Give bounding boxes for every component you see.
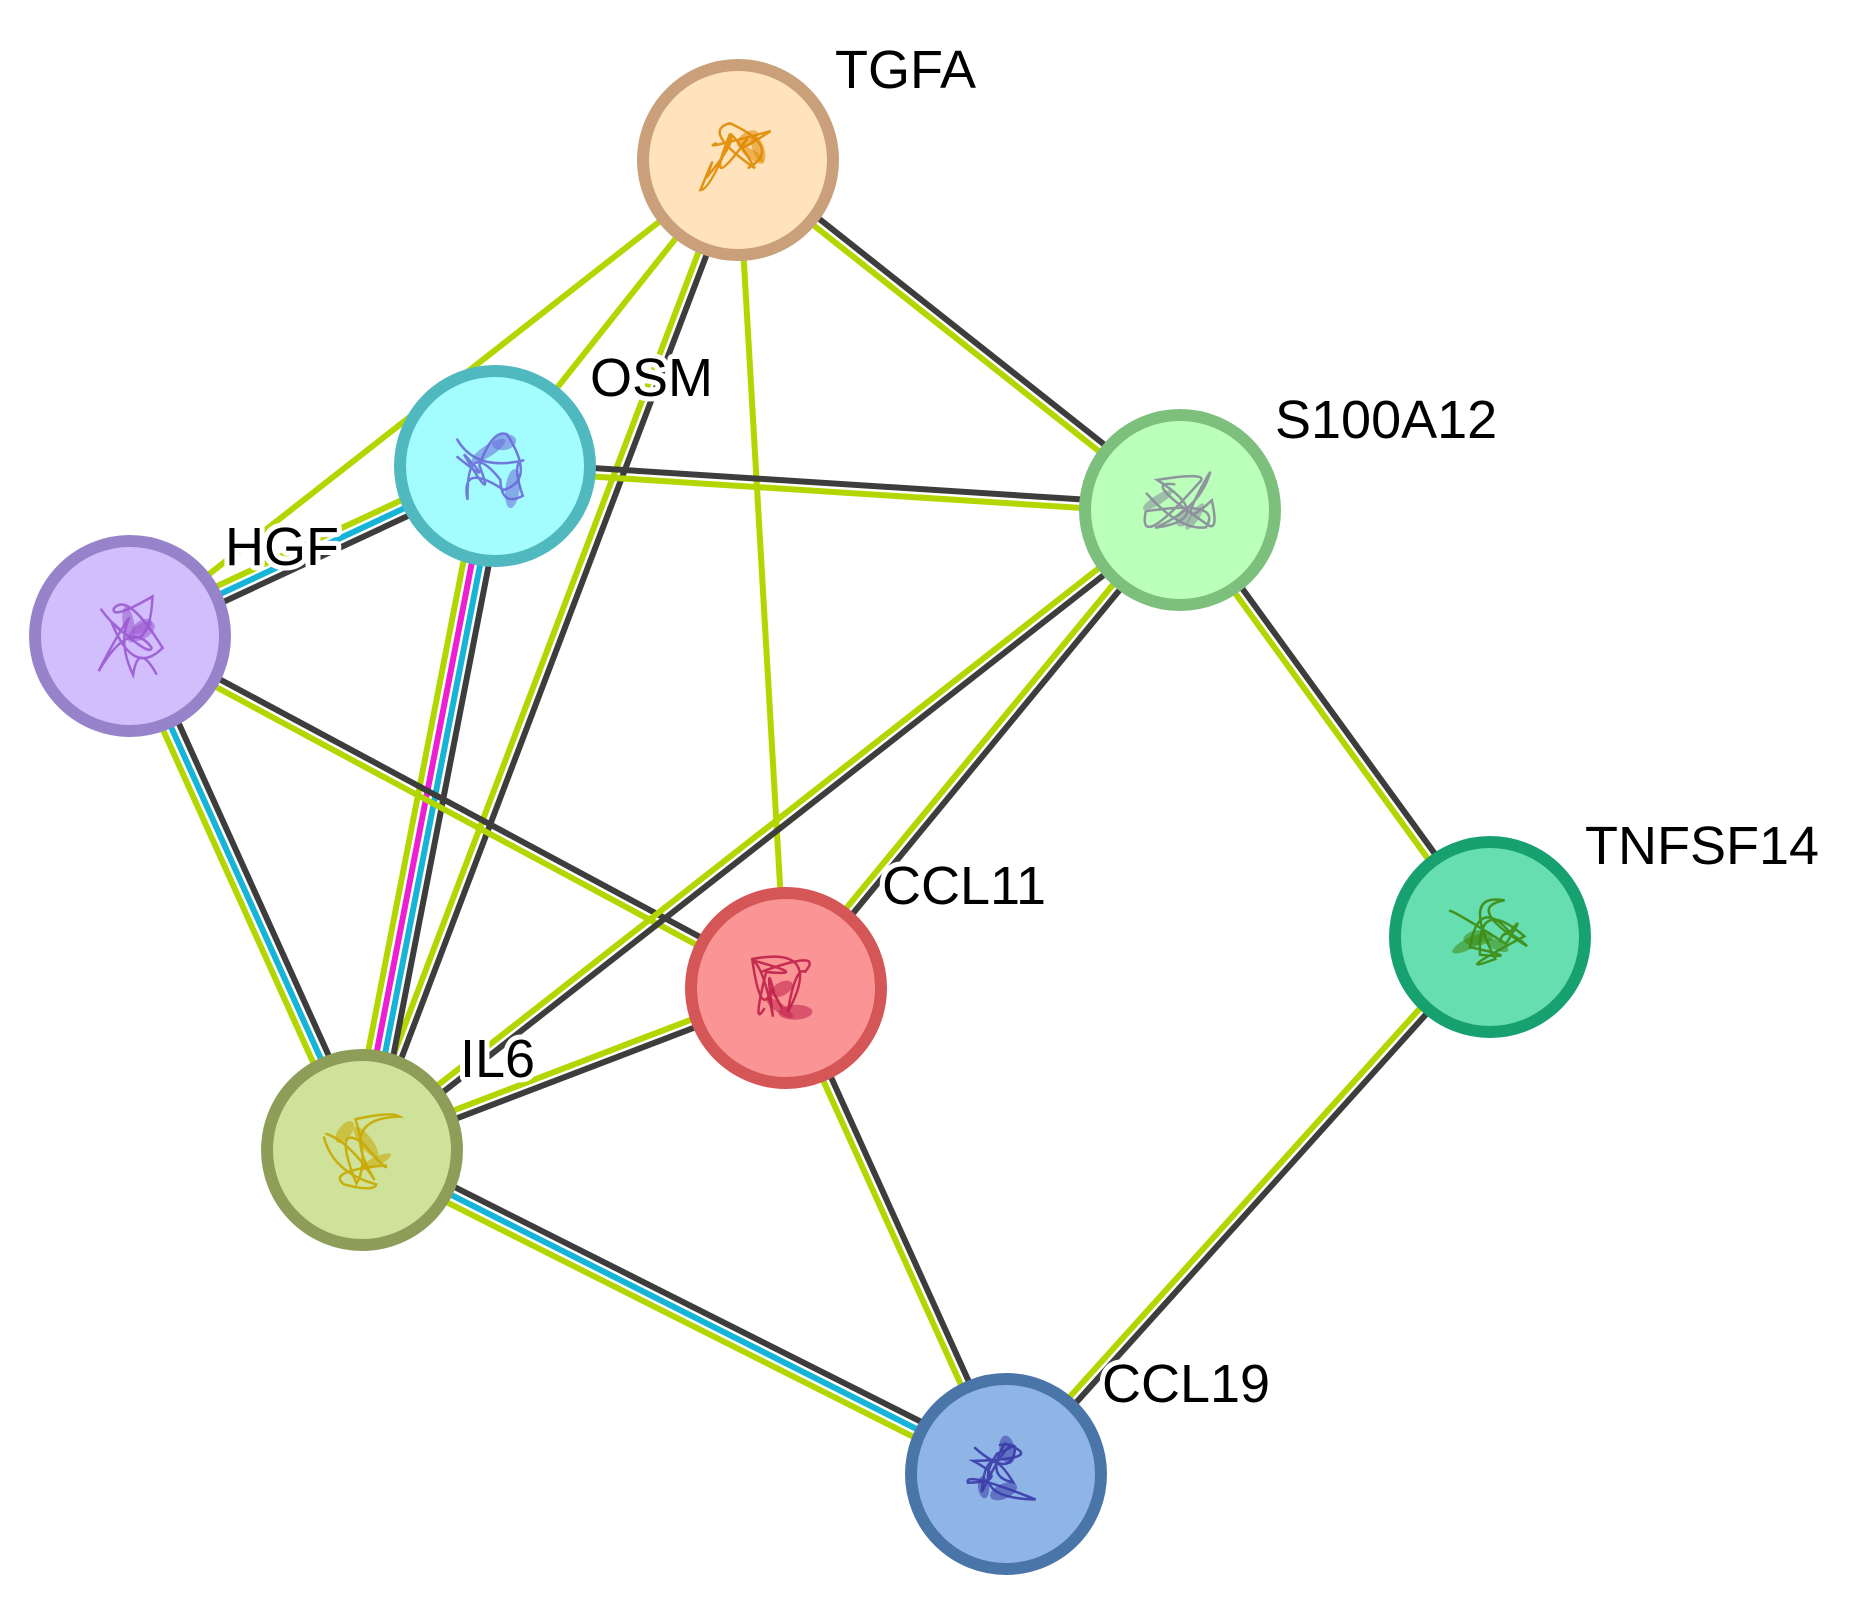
gray-ef-hand-structure-icon <box>1142 471 1216 530</box>
green-beta-sandwich-structure-icon <box>1448 898 1528 966</box>
node-label: IL6 <box>460 1029 535 1089</box>
node-tnfsf14[interactable]: TNFSF14 <box>1389 811 1824 1038</box>
node-hgf[interactable]: HGF <box>29 512 344 737</box>
edge-line-database <box>363 466 503 1152</box>
node-il6[interactable]: IL6 <box>261 1024 540 1251</box>
edge-line-textmining <box>494 467 1180 518</box>
node-ccl11[interactable]: CCL11 <box>685 851 1051 1089</box>
edge-il6-ccl19 <box>356 1139 1012 1485</box>
edge-line-coexpression <box>362 510 1185 1156</box>
node-label: HGF <box>225 517 339 577</box>
node-label: CCL11 <box>882 856 1046 916</box>
node-tgfa[interactable]: TGFA <box>637 35 981 261</box>
edge-line-database <box>360 1147 1008 1477</box>
orange-beta-strand-structure-icon <box>698 121 772 192</box>
edge-osm-il6 <box>346 462 511 1154</box>
edge-line-coexpression <box>364 1139 1012 1470</box>
edge-line-textmining <box>346 462 486 1149</box>
edge-line-textmining <box>356 1154 1004 1485</box>
edge-line-coexpression <box>786 510 1186 993</box>
edge-line-experiment <box>354 464 494 1150</box>
edge-line-textmining <box>355 157 737 1150</box>
edge-tnfsf14-ccl19 <box>1000 932 1496 1479</box>
edge-line-textmining <box>126 637 786 995</box>
edge-line-textmining <box>357 504 1180 1150</box>
purple-coil-structure-icon <box>97 594 165 679</box>
node-circle[interactable] <box>1079 409 1281 611</box>
node-circle[interactable] <box>905 1373 1107 1575</box>
node-circle[interactable] <box>637 59 839 261</box>
yellow-helix-bundle-structure-icon <box>322 1113 404 1190</box>
node-label: S100A12 <box>1275 390 1497 450</box>
edge-tgfa-il6 <box>355 157 745 1153</box>
node-s100a12[interactable]: S100A12 <box>1079 385 1502 611</box>
edge-hgf-ccl11 <box>126 629 790 995</box>
red-chemokine-structure-icon <box>750 955 813 1020</box>
edge-tgfa-ccl11 <box>735 159 789 989</box>
node-label: TGFA <box>835 40 976 100</box>
edges-layer <box>119 154 1496 1485</box>
node-circle[interactable] <box>394 365 596 567</box>
edge-line-coexpression <box>495 458 1181 509</box>
node-label: OSM <box>590 348 713 408</box>
node-ccl19[interactable]: CCL19 <box>905 1349 1275 1575</box>
edge-line-coexpression <box>363 160 745 1153</box>
node-osm[interactable]: OSM <box>394 343 718 567</box>
edge-line-textmining <box>780 505 1180 988</box>
edge-line-textmining <box>735 159 789 989</box>
edge-osm-s100a12 <box>494 458 1181 518</box>
node-label: TNFSF14 <box>1585 816 1819 876</box>
blue-chemokine-structure-icon <box>966 1435 1037 1501</box>
edge-line-textmining <box>1000 932 1490 1474</box>
edge-s100a12-ccl11 <box>780 505 1186 993</box>
edge-line-coexpression <box>1006 937 1496 1479</box>
edge-line-coexpression <box>130 629 790 987</box>
blue-helix-bundle-structure-icon <box>455 432 525 509</box>
node-label: CCL19 <box>1102 1354 1270 1414</box>
edge-s100a12-il6 <box>357 504 1185 1156</box>
